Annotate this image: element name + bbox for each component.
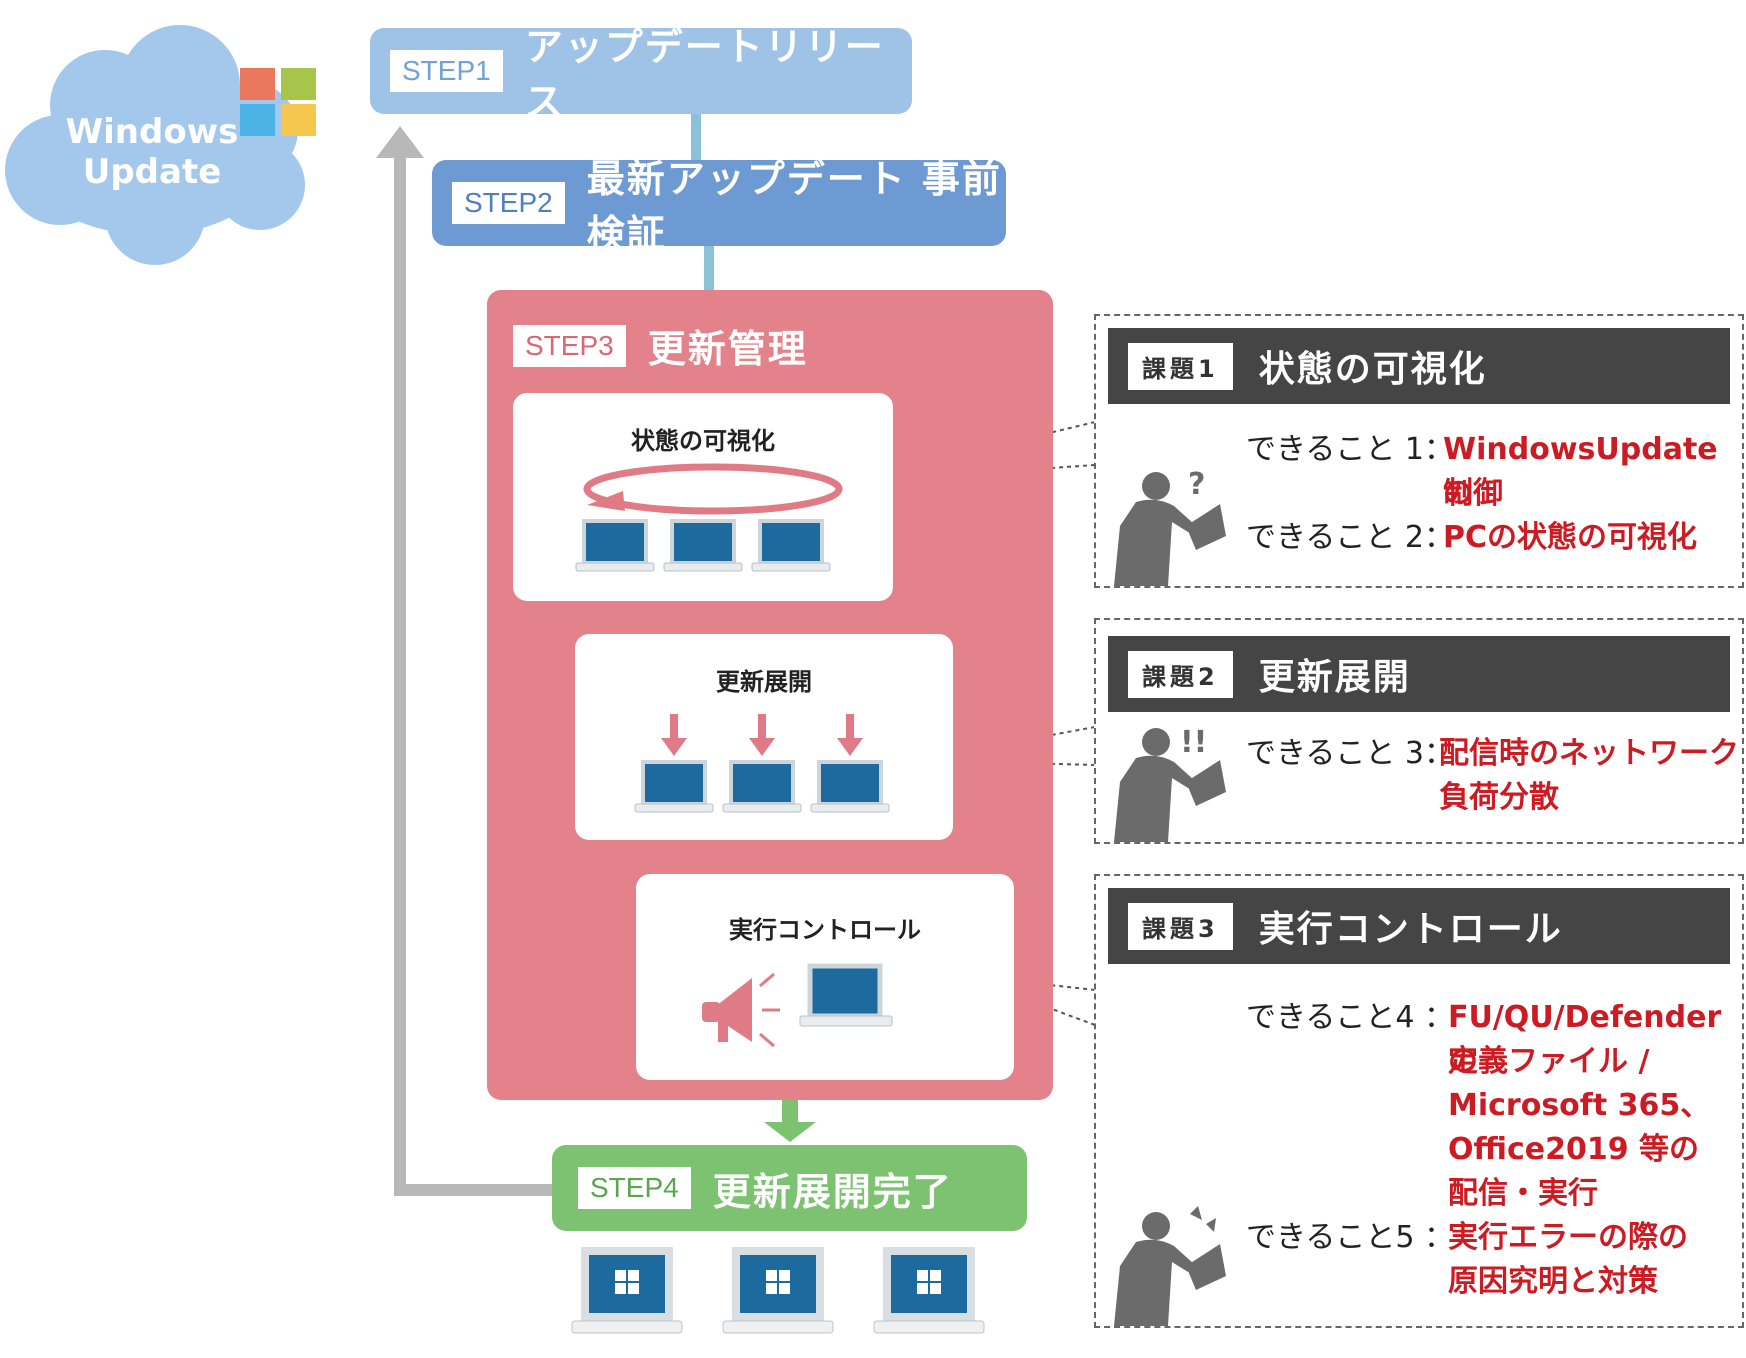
issue-3-title: 実行コントロール (1258, 909, 1563, 950)
issue-1-item-1-line-2: 制御 (1443, 476, 1503, 511)
down-arrow-icon (764, 1098, 816, 1142)
svg-text:?: ? (1188, 467, 1205, 502)
control-illustration (702, 963, 893, 1048)
issue-panel-1: 課題1 状態の可視化 ? できること 1： WindowsUpdateの 制御 … (1094, 314, 1744, 588)
step3-header: STEP3 更新管理 (487, 318, 808, 373)
control-box: 実行コントロール (636, 874, 1014, 1080)
laptop-icon (634, 760, 714, 813)
laptop-icon (751, 519, 831, 572)
cloud-label: Windows Update (52, 112, 252, 192)
issue-2-item-1-line-2: 負荷分散 (1439, 780, 1559, 815)
return-arrow-icon (376, 126, 554, 1196)
deploy-illustration (634, 714, 890, 813)
issue-3-item-2-line-2: 原因究明と対策 (1448, 1264, 1658, 1299)
frustrated-person-icon (1114, 1206, 1226, 1326)
issue-1-item-2-line-1: PCの状態の可視化 (1443, 520, 1698, 555)
control-box-title: 実行コントロール (729, 916, 921, 944)
laptop-icon (799, 963, 893, 1027)
issue-3-item-1-line-2: 定義ファイル / (1448, 1044, 1650, 1079)
issue-3-item-1-line-3: Microsoft 365、 (1448, 1088, 1711, 1123)
down-arrow-icon (837, 714, 863, 756)
laptop-icon (663, 519, 743, 572)
issue-panel-2: 課題2 更新展開 !! できること 3： 配信時のネットワーク 負荷分散 (1094, 618, 1744, 844)
issue-3-item-1-label: できること4 ： (1246, 1000, 1455, 1035)
step4-tag: STEP4 (578, 1167, 691, 1209)
step3-tag: STEP3 (513, 324, 626, 367)
cycle-arrow-icon (583, 463, 843, 515)
step4-bar: STEP4 更新展開完了 (552, 1145, 1027, 1231)
issue-2-header: 課題2 更新展開 (1108, 636, 1730, 712)
issue-3-header: 課題3 実行コントロール (1108, 888, 1730, 964)
bottom-laptops (571, 1247, 985, 1334)
issue-1-header: 課題1 状態の可視化 (1108, 328, 1730, 404)
issue-3-tag: 課題3 (1128, 902, 1233, 950)
laptop-icon (722, 760, 802, 813)
issue-3-item-1-line-5: 配信・実行 (1448, 1176, 1598, 1211)
issue-3-item-1-line-1: FU/QU/Defender の (1448, 1000, 1722, 1079)
step2-title: 最新アップデート 事前検証 (586, 157, 1002, 256)
step1-bar: STEP1 アップデートリリース (370, 25, 912, 124)
down-arrow-icon (661, 714, 687, 756)
issue-1-item-1-label: できること 1： (1246, 432, 1455, 467)
visualize-box: 状態の可視化 (513, 393, 893, 601)
step4-title: 更新展開完了 (712, 1169, 953, 1214)
step1-title: アップデートリリース (524, 25, 885, 124)
issue-1-tag: 課題1 (1128, 342, 1233, 390)
issue-3-item-1-line-4: Office2019 等の (1448, 1132, 1700, 1167)
issue-3-item-2-label: できること5 ： (1246, 1220, 1455, 1255)
step2-tag: STEP2 (452, 182, 565, 224)
issue-1-item-1-line-1: WindowsUpdateの (1443, 432, 1718, 511)
windows-laptop-icon (571, 1247, 683, 1334)
connector-step2-step3 (704, 244, 714, 292)
confused-person-icon: ? (1114, 467, 1226, 586)
visualize-illustration (575, 463, 843, 572)
shocked-person-icon: !! (1114, 725, 1226, 842)
megaphone-icon (702, 972, 780, 1048)
windows-laptop-icon (873, 1247, 985, 1334)
issue-2-tag: 課題2 (1128, 650, 1233, 698)
down-arrow-icon (749, 714, 775, 756)
laptop-icon (575, 519, 655, 572)
deploy-box-title: 更新展開 (716, 668, 812, 696)
visualize-box-title: 状態の可視化 (631, 427, 775, 455)
issue-1-item-2-label: できること 2： (1246, 520, 1455, 555)
step3-title: 更新管理 (647, 327, 808, 371)
issue-3-item-2-line-1: 実行エラーの際の (1448, 1220, 1688, 1255)
step2-bar: STEP2 最新アップデート 事前検証 (432, 157, 1006, 256)
issue-2-title: 更新展開 (1258, 657, 1411, 698)
windows-logo-icon (240, 68, 316, 136)
connector-step1-step2 (691, 112, 701, 160)
deploy-box: 更新展開 (575, 634, 953, 840)
cloud-label-line2: Update (82, 152, 222, 192)
cloud-label-line1: Windows (65, 112, 239, 152)
windows-laptop-icon (722, 1247, 834, 1334)
laptop-icon (810, 760, 890, 813)
issue-2-item-1-label: できること 3： (1246, 736, 1455, 771)
issue-panel-3: 課題3 実行コントロール できること4 ： FU/QU/Defender の 定… (1094, 874, 1744, 1328)
issue-2-item-1-line-1: 配信時のネットワーク (1439, 736, 1739, 771)
step1-tag: STEP1 (390, 50, 503, 92)
svg-text:!!: !! (1180, 725, 1207, 760)
issue-1-title: 状態の可視化 (1258, 349, 1487, 390)
